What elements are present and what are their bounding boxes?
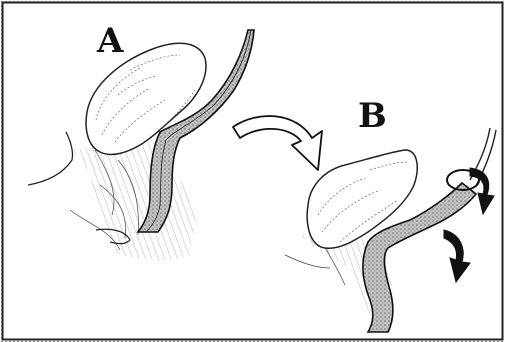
panel-b-label: B	[358, 96, 387, 136]
figure-border	[3, 3, 503, 340]
panel-a-label: A	[96, 21, 124, 61]
